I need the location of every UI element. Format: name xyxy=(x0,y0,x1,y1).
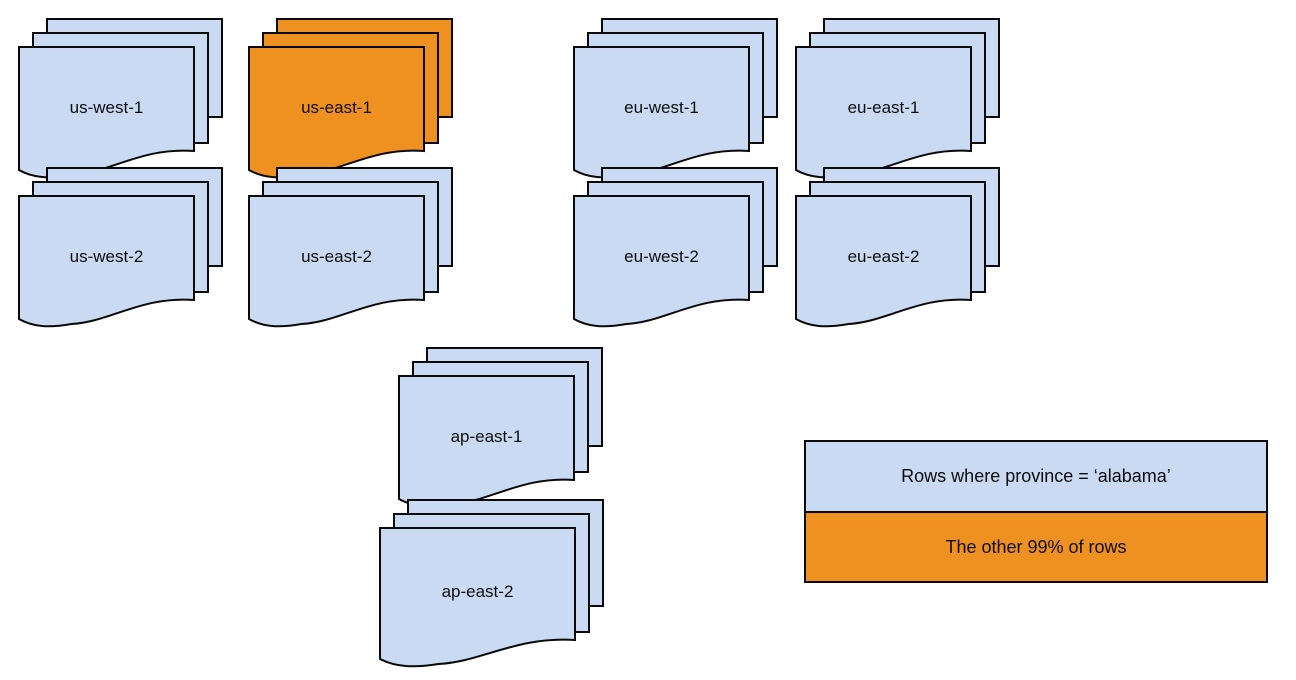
region-sheet-front xyxy=(18,46,195,179)
region-sheet-front xyxy=(379,527,576,668)
region-sheet-front xyxy=(248,46,425,179)
region-stack-ap-east-2[interactable] xyxy=(379,499,604,668)
region-stack-eu-west-2[interactable] xyxy=(573,167,778,328)
legend-label-rows-alabama: Rows where province = ‘alabama’ xyxy=(901,466,1171,486)
region-sheet-front xyxy=(398,375,575,508)
region-stack-us-west-2[interactable] xyxy=(18,167,223,328)
region-sheet-front xyxy=(573,195,750,328)
region-stack-us-east-1[interactable] xyxy=(248,18,453,179)
region-stack-ap-east-1[interactable] xyxy=(398,347,603,508)
region-sheet-front xyxy=(795,195,972,328)
region-stack-eu-east-2[interactable] xyxy=(795,167,1000,328)
region-sheet-front xyxy=(18,195,195,328)
region-sheet-front xyxy=(248,195,425,328)
region-stack-eu-west-1[interactable] xyxy=(573,18,778,179)
region-stack-us-west-1[interactable] xyxy=(18,18,223,179)
legend-box: Rows where province = ‘alabama’ The othe… xyxy=(804,440,1268,583)
legend-row-rows-other: The other 99% of rows xyxy=(806,513,1266,581)
region-stack-layer xyxy=(18,18,1000,668)
region-sheet-front xyxy=(573,46,750,179)
region-stack-eu-east-1[interactable] xyxy=(795,18,1000,179)
region-sheet-front xyxy=(795,46,972,179)
region-stack-us-east-2[interactable] xyxy=(248,167,453,328)
legend-label-rows-other: The other 99% of rows xyxy=(945,536,1127,557)
legend-row-rows-alabama: Rows where province = ‘alabama’ xyxy=(806,442,1266,513)
